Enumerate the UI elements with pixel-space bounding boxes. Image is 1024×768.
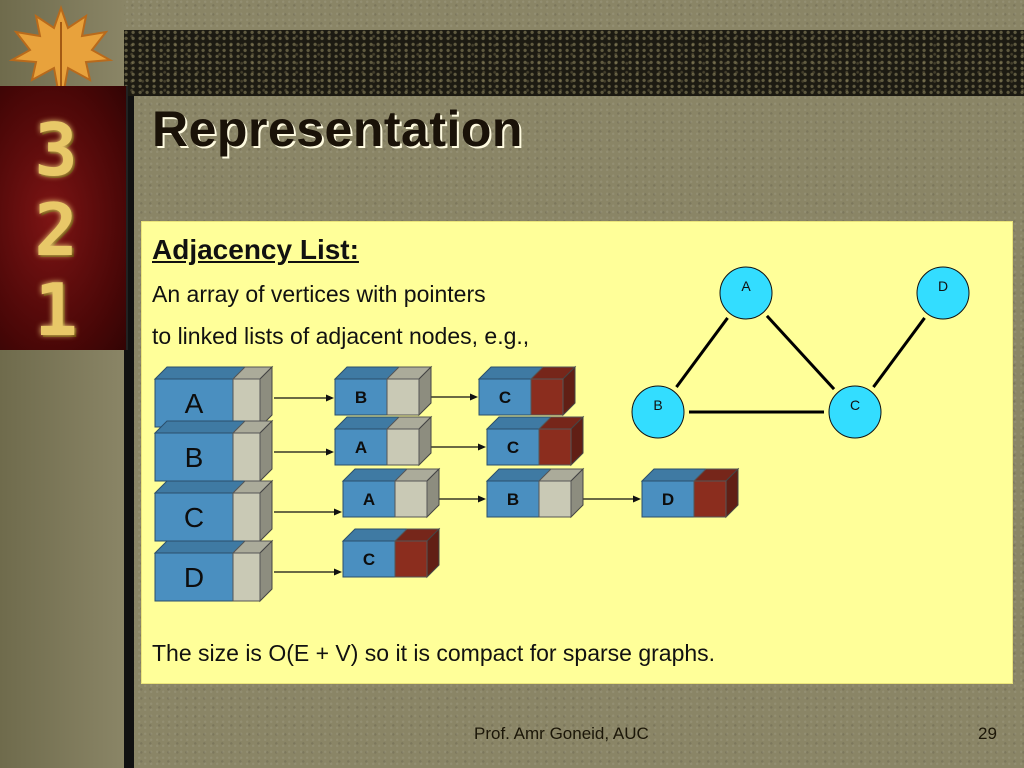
vertex-block-C-front	[154, 492, 234, 542]
description-line-1: An array of vertices with pointers	[152, 281, 486, 307]
list-node-A-C-front	[478, 378, 532, 416]
list-node-A-B-label: B	[355, 388, 367, 407]
number-3: 3	[34, 108, 78, 192]
list-node-D-C-cell	[394, 540, 428, 578]
list-node-C-D-label: D	[662, 490, 674, 509]
vertex-block-C-label: C	[184, 502, 204, 533]
footer-author: Prof. Amr Goneid, AUC	[474, 724, 649, 743]
graph-node-A	[719, 266, 773, 320]
list-node-B-A-front	[334, 428, 388, 466]
list-node-B-A-cell	[386, 428, 420, 466]
description-line-2: to linked lists of adjacent nodes, e.g.,	[152, 323, 530, 349]
header-texture-band	[124, 30, 1024, 96]
list-node-A-B-front	[334, 378, 388, 416]
list-node-A-B-cell	[386, 378, 420, 416]
list-arrow-B-0-head	[478, 443, 486, 451]
number-1: 1	[34, 268, 78, 352]
list-node-B-C-cell	[538, 428, 572, 466]
graph-edge-A-B	[675, 317, 729, 388]
graph-node-label-B: B	[653, 397, 662, 413]
list-node-A-C-cell	[530, 378, 564, 416]
vertex-arrow-D-head	[334, 568, 342, 576]
subtitle: Adjacency List:	[152, 234, 359, 265]
list-node-A-C-label: C	[499, 388, 511, 407]
graph-node-D	[916, 266, 970, 320]
summary-text: The size is O(E + V) so it is compact fo…	[152, 640, 716, 666]
list-node-C-B-label: B	[507, 490, 519, 509]
list-node-C-D-front	[641, 480, 695, 518]
vertex-arrow-A-head	[326, 394, 334, 402]
vertex-block-A-front	[154, 378, 234, 428]
divider-bar	[124, 30, 134, 768]
vertex-block-D-front	[154, 552, 234, 602]
slide-title: Representation	[152, 101, 523, 157]
list-node-B-C-label: C	[507, 438, 519, 457]
list-node-B-A-label: A	[355, 438, 367, 457]
graph-edge-A-C	[765, 314, 836, 391]
vertex-block-A-cell	[232, 378, 261, 428]
number-2: 2	[34, 188, 78, 272]
list-node-C-B-cell	[538, 480, 572, 518]
vertex-arrow-B-head	[326, 448, 334, 456]
vertex-block-B-label: B	[185, 442, 204, 473]
graph-edge-C-D	[872, 317, 926, 388]
vertex-arrow-C-head	[334, 508, 342, 516]
list-node-D-C-front	[342, 540, 396, 578]
list-node-C-A-label: A	[363, 490, 375, 509]
numbers-panel: 3 2 1	[0, 86, 128, 350]
graph-node-C	[828, 385, 882, 439]
list-node-C-D-cell	[693, 480, 727, 518]
list-arrow-A-0-head	[470, 393, 478, 401]
graph-node-B	[631, 385, 685, 439]
graph-node-label-C: C	[850, 397, 860, 413]
vertex-block-D-cell	[232, 552, 261, 602]
graph-node-label-D: D	[938, 278, 948, 294]
list-arrow-C-1-head	[633, 495, 641, 503]
vertex-block-D-label: D	[184, 562, 204, 593]
graph-node-label-A: A	[741, 278, 751, 294]
content-box: Adjacency List: An array of vertices wit…	[141, 221, 1013, 684]
vertex-block-A-label: A	[185, 388, 204, 419]
vertex-block-B-cell	[232, 432, 261, 482]
list-arrow-C-0-head	[478, 495, 486, 503]
list-node-D-C-label: C	[363, 550, 375, 569]
maple-leaf-icon	[8, 4, 114, 91]
list-node-C-B-front	[486, 480, 540, 518]
page-number: 29	[978, 724, 997, 743]
vertex-block-C-cell	[232, 492, 261, 542]
list-node-C-A-cell	[394, 480, 428, 518]
